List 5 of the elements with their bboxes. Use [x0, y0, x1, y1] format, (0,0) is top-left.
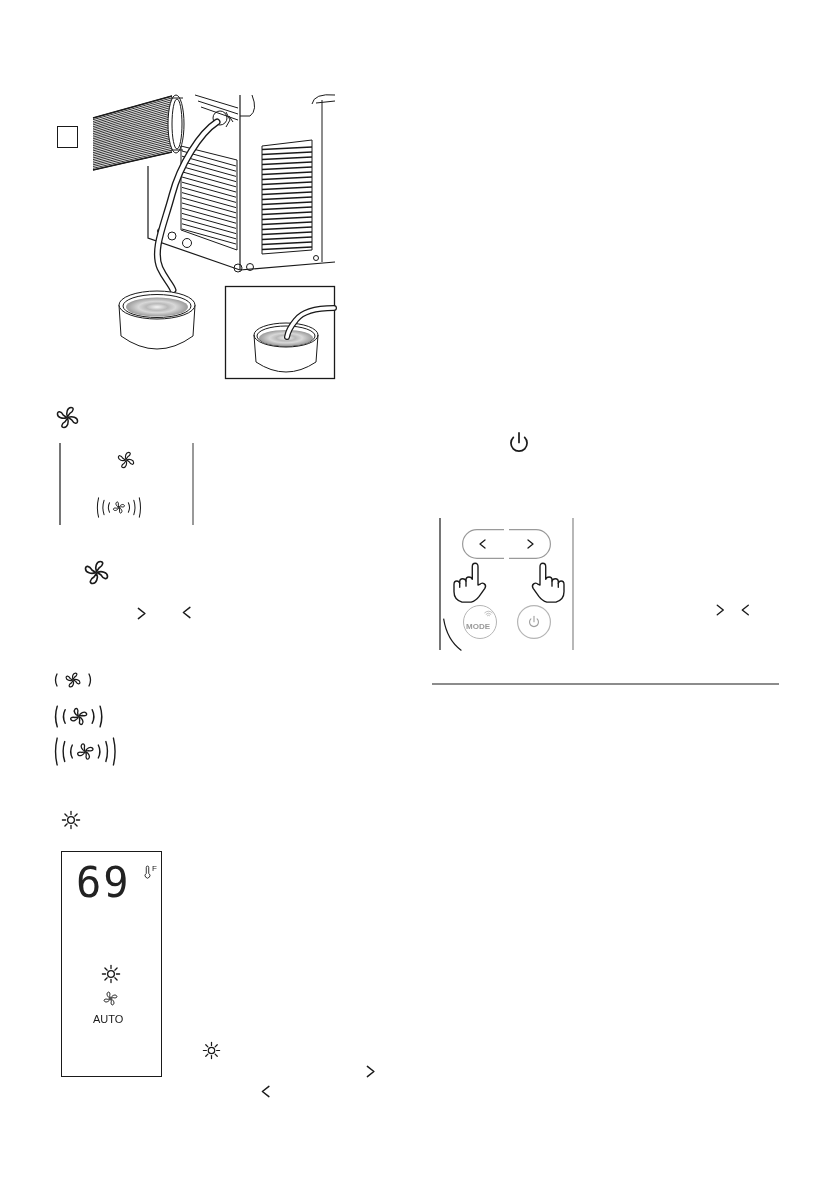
mode-indicator: AUTO [93, 1014, 124, 1025]
button-label: MODE [466, 623, 490, 631]
temperature-reading: 69 [76, 862, 131, 904]
temperature-unit: F [152, 865, 157, 873]
lcd-display-panel [61, 851, 162, 1077]
